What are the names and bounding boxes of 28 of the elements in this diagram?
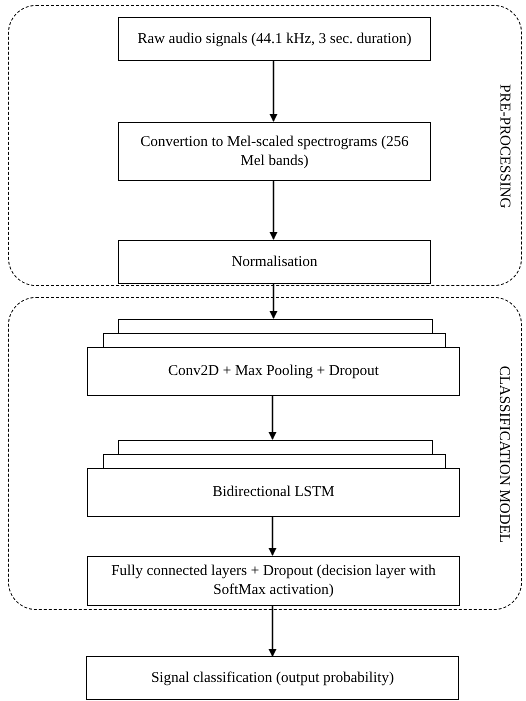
stacked-layer-box [118,319,433,334]
group-label: CLASSIFICATION MODEL [495,366,514,544]
box-text: Normalisation [232,252,318,272]
box-text: Bidirectional LSTM [212,483,335,502]
arrow [268,395,276,440]
process-box [118,240,431,284]
dashed-group [8,297,522,610]
box-text: Fully connected layers + Dropout (decision layer with SoftMax activation) [110,562,437,600]
process-box [87,468,460,517]
arrow [270,180,278,240]
process-box [87,556,460,606]
box-text: Raw audio signals (44.1 kHz, 3 sec. duration) [137,30,412,48]
arrow [270,60,278,122]
stacked-layer-box [118,440,433,455]
process-box [86,656,459,700]
stacked-layer-box [103,454,446,469]
arrow [270,283,278,319]
box-text: Conv2D + Max Pooling + Dropout [168,362,379,381]
arrow [268,516,276,556]
arrow [268,605,276,657]
dashed-group [8,5,522,286]
process-box [87,347,460,396]
box-text: Convertion to Mel-scaled spectrograms (256 Mel bands) [139,132,410,170]
process-box [118,122,431,181]
stacked-layer-box [103,333,446,348]
box-text: Signal classification (output probability) [151,668,394,688]
group-label: PRE-PROCESSING [495,84,514,209]
process-box [118,17,431,61]
